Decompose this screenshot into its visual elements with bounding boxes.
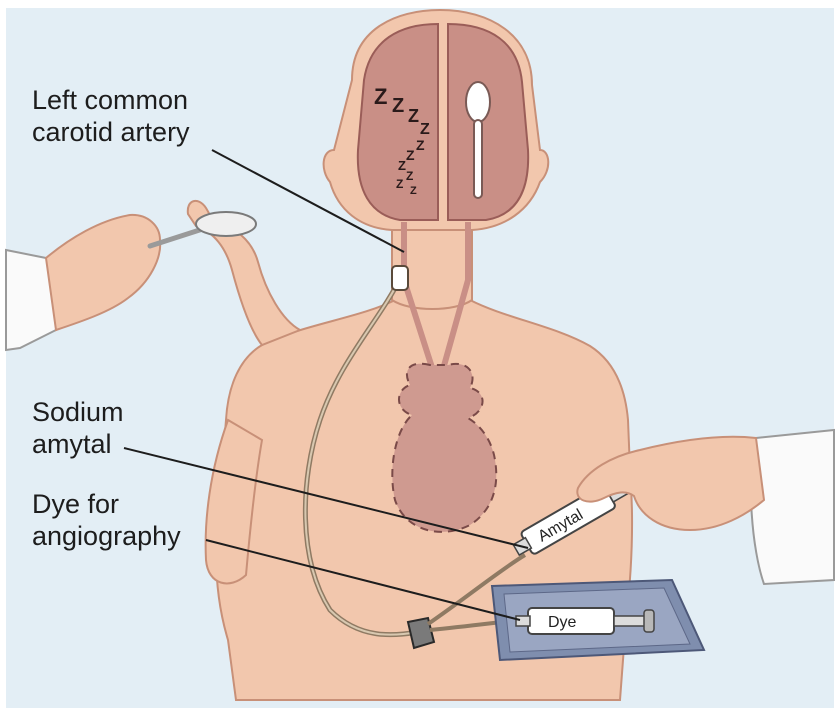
z-letter: Z [396,177,403,191]
z-letter: Z [410,185,417,197]
z-letter: Z [398,158,406,173]
label-line: Dye for [32,488,181,520]
z-letter: Z [374,84,387,109]
label-line: angiography [32,520,181,552]
right-clinician-sleeve [751,430,834,584]
z-letter: Z [406,147,415,163]
z-letter: Z [406,169,413,183]
label-line: carotid artery [32,116,190,148]
label-line: Sodium [32,396,124,428]
z-letter: Z [392,95,404,117]
label-left-common-carotid-artery: Left common carotid artery [32,84,190,148]
label-sodium-amytal: Sodium amytal [32,396,124,460]
z-letter: Z [416,137,425,153]
label-line: Left common [32,84,190,116]
label-dye-for-angiography: Dye for angiography [32,488,181,552]
z-letter: Z [408,106,419,126]
dye-syringe-label: Dye [548,614,577,631]
z-letter: Z [420,121,430,138]
label-line: amytal [32,428,124,460]
catheter-clip [392,266,408,290]
